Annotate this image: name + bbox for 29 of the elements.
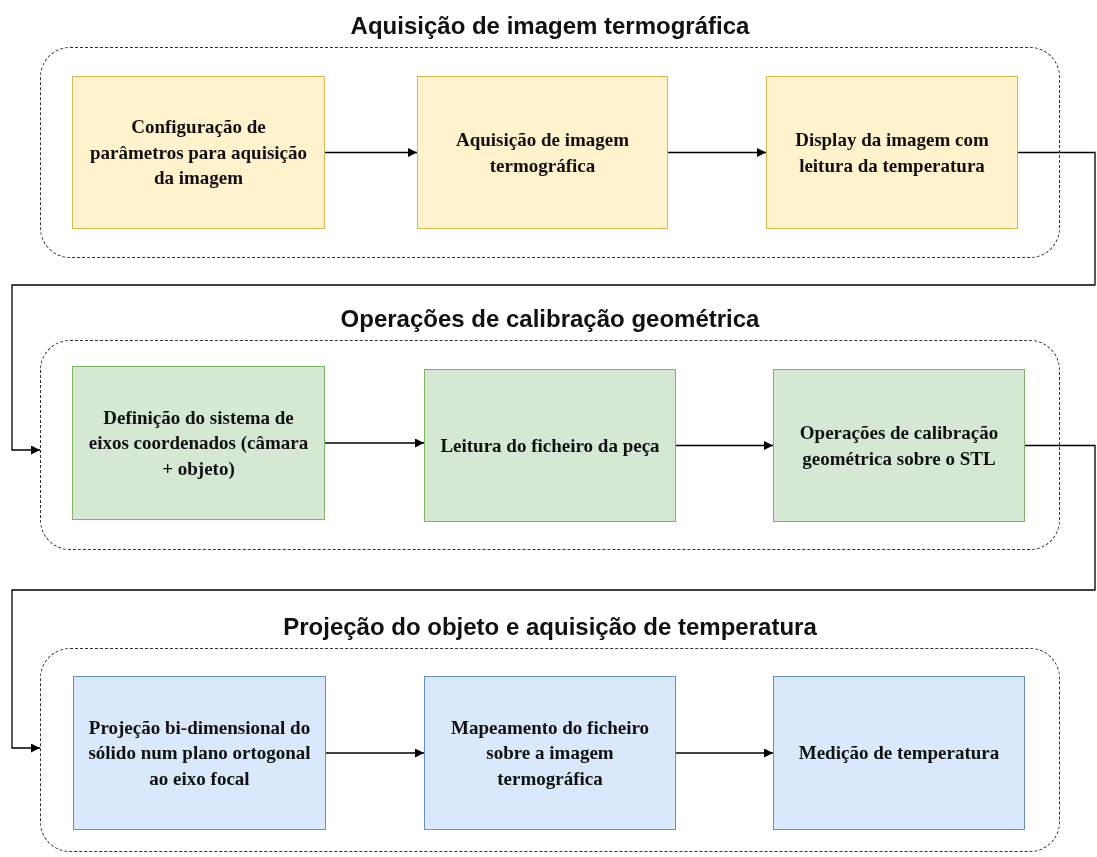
process-label: Medição de temperatura [798,741,1000,766]
arrow [11,444,1096,753]
process-box [773,676,1025,830]
arrow [11,151,1096,455]
process-label: Definição do sistema de eixos coordenados (câmara + objeto) [87,405,310,481]
process-label: Aquisição de imagem termográfica [454,127,631,178]
group-title: Aquisição de imagem termográfica [350,12,750,40]
process-label: Display da imagem com leitura da temperatura [794,127,990,178]
arrow [324,148,418,157]
arrow [667,148,767,157]
arrow [325,748,425,758]
process-box [773,369,1025,522]
arrow [675,441,774,450]
process-label: Configuração de parâmetros para aquisição da imagem [88,115,309,191]
process-label: Operações de calibração geométrica sobre o STL [798,420,1000,471]
arrow [324,438,425,448]
group-title: Projeção do objeto e aquisição de temperatura [283,613,817,641]
process-label: Projeção bi-dimensional do sólido num plano ortogonal ao eixo focal [88,715,311,791]
process-box [72,366,325,520]
process-box [73,676,326,830]
process-box [424,369,676,522]
process-label: Leitura do ficheiro da peça [440,433,660,458]
process-box [72,76,325,229]
process-box [424,676,676,830]
process-box [417,76,668,229]
arrow [675,748,774,758]
process-label: Mapeamento do ficheiro sobre a imagem termográfica [449,715,651,791]
group-title: Operações de calibração geométrica [340,305,760,333]
process-box [766,76,1018,229]
